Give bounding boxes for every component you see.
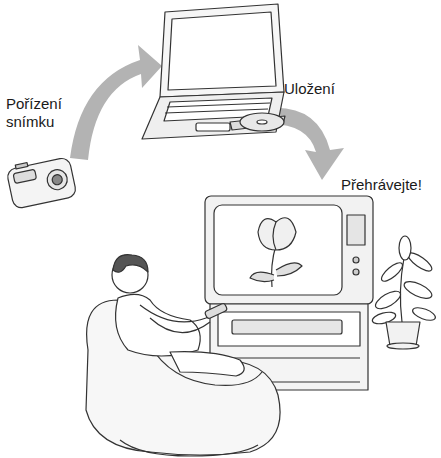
caption-label: Uložení [284, 80, 394, 98]
disc [240, 113, 284, 131]
camera [6, 154, 78, 209]
plant [371, 236, 437, 349]
remote-control [204, 303, 227, 320]
caption-label: Pořízení snímku [6, 95, 78, 131]
laptop [142, 4, 285, 139]
flow-arrow [70, 45, 162, 160]
person-in-armchair [86, 255, 280, 456]
caption-label: Přehrávejte! [341, 176, 437, 194]
